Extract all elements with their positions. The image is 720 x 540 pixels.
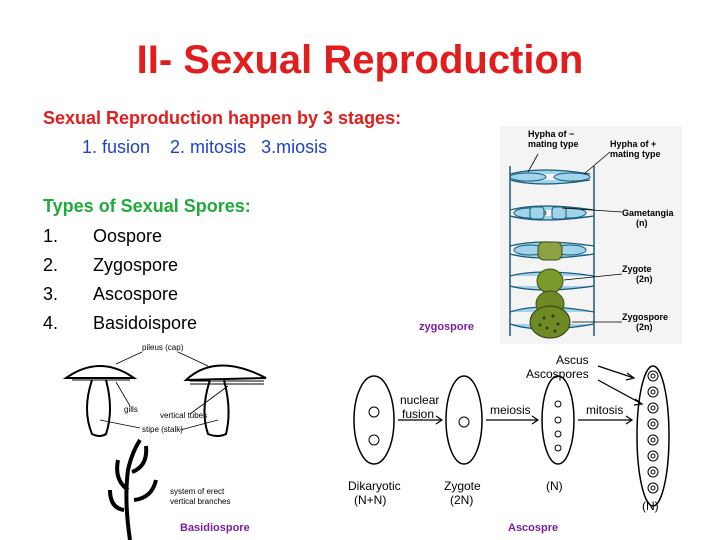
list-item: 1.Oospore <box>43 226 163 246</box>
haploid-label: (N) <box>546 479 563 493</box>
dikaryotic-label: Dikaryotic <box>348 479 401 493</box>
svg-text:mating type: mating type <box>610 149 661 159</box>
list-item: 2.Zygospore <box>43 255 179 275</box>
svg-text:mating type: mating type <box>528 139 579 149</box>
list-item: 3.Ascospore <box>43 284 179 304</box>
basidiospore-caption: Basidiospore <box>180 522 250 534</box>
mitosis-label: mitosis <box>586 403 623 417</box>
gametangia-label: Gametangia <box>622 208 675 218</box>
meiosis-label: meiosis <box>490 403 531 417</box>
zygospore-caption: zygospore <box>419 321 475 333</box>
ascus-label: Ascus <box>556 353 589 367</box>
svg-text:fusion: fusion <box>402 407 434 421</box>
ascospores-label: Ascospores <box>526 367 589 381</box>
svg-text:(2n): (2n) <box>636 274 653 284</box>
haploid-final-label: (N) <box>642 499 659 513</box>
system-label: system of erect <box>170 487 225 496</box>
pileus-label: pileus (cap) <box>142 343 184 352</box>
svg-text:vertical branches: vertical branches <box>170 497 230 506</box>
ascospore-caption: Ascospre <box>508 522 559 534</box>
spore-types-list: 1.Oospore 2.Zygospore 3.Ascospore 4.Basi… <box>43 222 197 338</box>
svg-text:(N+N): (N+N) <box>354 493 386 507</box>
basidiospore-diagram: pileus (cap) gills vertical tubes stipe … <box>62 343 267 540</box>
page-title: II- Sexual Reproduction <box>136 38 584 82</box>
zygospore-label: Zygospore <box>622 312 668 322</box>
gills-label: gills <box>124 405 138 414</box>
hypha-minus-label: Hypha of − <box>528 129 574 139</box>
vertical-tubes-label: vertical tubes <box>160 411 207 420</box>
zygote-label: Zygote <box>622 264 652 274</box>
stipe-label: stipe (stalk) <box>142 425 183 434</box>
ascospore-diagram: nuclear fusion meiosis mitosis Ascus Asc… <box>348 353 670 513</box>
hypha-plus-label: Hypha of + <box>610 139 656 149</box>
spores-heading: Types of Sexual Spores: <box>43 196 251 216</box>
zygote-stage-label: Zygote <box>444 479 481 493</box>
svg-text:(n): (n) <box>636 218 648 228</box>
zygospore-diagram: Hypha of − mating type Hypha of + mating… <box>500 126 682 344</box>
stages-list: 1. fusion 2. mitosis 3.miosis <box>82 137 328 157</box>
stages-heading: Sexual Reproduction happen by 3 stages: <box>43 108 402 128</box>
svg-text:(2N): (2N) <box>450 493 473 507</box>
nuclear-fusion-label: nuclear <box>400 393 439 407</box>
svg-text:(2n): (2n) <box>636 322 653 332</box>
list-item: 4.Basidoispore <box>43 313 198 333</box>
